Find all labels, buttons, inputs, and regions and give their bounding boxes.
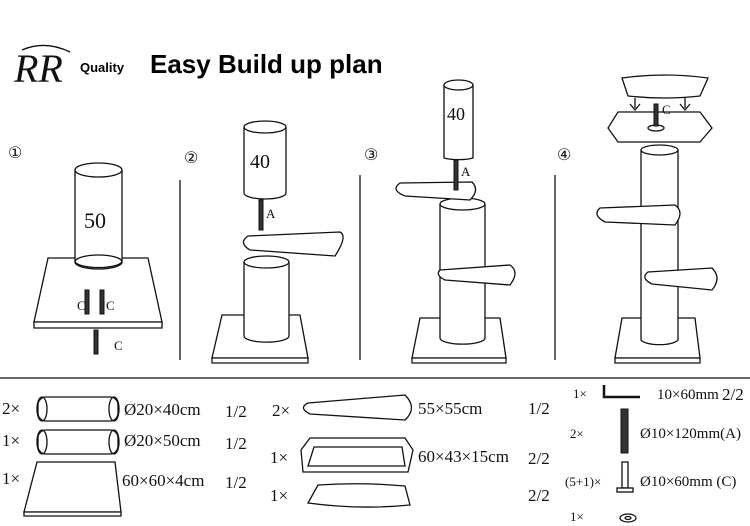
svg-text:1/2: 1/2 [528,399,550,418]
svg-text:A: A [266,206,276,221]
svg-text:C: C [106,298,115,313]
svg-text:Ø10×120mm(A): Ø10×120mm(A) [640,426,741,442]
svg-text:10×60mm: 10×60mm [657,387,719,403]
svg-text:A: A [461,164,471,179]
part-post-40: 2× Ø20×40cm 1/2 [2,396,247,422]
svg-text:1×: 1× [570,509,584,524]
svg-text:C: C [662,102,671,117]
screw-c-icon [99,289,105,315]
screw-c-icon [93,329,99,355]
svg-text:1×: 1× [270,486,288,505]
part-allen-key: 1× 10×60mm 2/2 [573,385,744,404]
svg-text:1×: 1× [2,469,20,488]
step-number: ④ [557,147,571,164]
part-basket: 1× 60×43×15cm 2/2 [270,437,550,473]
base-board-icon [23,461,122,513]
washer-icon [619,513,637,523]
svg-text:Ø20×40cm: Ø20×40cm [124,400,201,419]
svg-text:1×: 1× [270,448,288,467]
page-title: Easy Build up plan [150,49,383,79]
step-number: ① [8,145,22,162]
screw-c-icon [84,289,90,315]
bed-top-icon [621,74,709,99]
post-label: 40 [250,151,270,173]
post-label: 50 [84,208,106,233]
part-washer: 1× [570,509,637,524]
svg-text:2/2: 2/2 [528,486,550,505]
screw-c-icon [621,461,629,489]
parts-list: 2× Ø20×40cm 1/2 1× Ø20×50cm 1/2 1× 60×60… [2,385,744,524]
part-shelf: 2× 55×55cm 1/2 [272,394,550,421]
post-40-icon [37,396,119,422]
svg-text:C: C [114,338,123,353]
basket-icon [607,111,713,143]
svg-text:C: C [77,298,86,313]
svg-text:RR: RR [13,46,63,91]
basket-icon [300,437,414,473]
part-bed-top: 1× 2/2 [270,483,550,508]
svg-text:2×: 2× [2,399,20,418]
brand-logo: RR [13,44,71,91]
svg-text:2/2: 2/2 [722,385,744,404]
svg-text:2×: 2× [570,426,584,441]
bed-top-icon [306,483,411,508]
part-base-board: 1× 60×60×4cm 1/2 [2,461,247,517]
post-label: 40 [447,104,465,124]
brand-label: Quality [80,60,125,75]
part-bolt-a: 2× Ø10×120mm(A) [570,408,741,454]
step-number: ③ [364,147,378,164]
step-2: ② 40 A [184,120,344,364]
svg-text:60×43×15cm: 60×43×15cm [418,447,509,466]
svg-text:1/2: 1/2 [225,473,247,492]
svg-text:60×60×4cm: 60×60×4cm [122,471,204,490]
svg-text:(5+1)×: (5+1)× [565,474,601,489]
svg-text:2×: 2× [272,401,290,420]
step-3: ③ 40 A [364,79,516,364]
step-4: ④ C [557,74,718,364]
svg-text:2/2: 2/2 [528,449,550,468]
bolt-a-icon [453,159,459,191]
screw-c-icon [653,103,659,127]
part-post-50: 1× Ø20×50cm 1/2 [2,429,247,455]
shelf-icon [302,394,413,421]
svg-text:1/2: 1/2 [225,434,247,453]
svg-text:1×: 1× [573,386,587,401]
svg-text:1×: 1× [2,431,20,450]
post-50-icon [37,429,119,455]
bolt-a-icon [258,199,264,231]
svg-text:1/2: 1/2 [225,402,247,421]
step-number: ② [184,150,198,167]
svg-text:Ø10×60mm (C): Ø10×60mm (C) [640,474,736,490]
svg-text:Ø20×50cm: Ø20×50cm [124,431,201,450]
step-1: ① 50 C C C [8,145,163,355]
svg-text:55×55cm: 55×55cm [418,399,482,418]
allen-key-icon [602,385,640,399]
bolt-a-icon [620,408,629,454]
part-screw-c: (5+1)× Ø10×60mm (C) [565,461,736,493]
